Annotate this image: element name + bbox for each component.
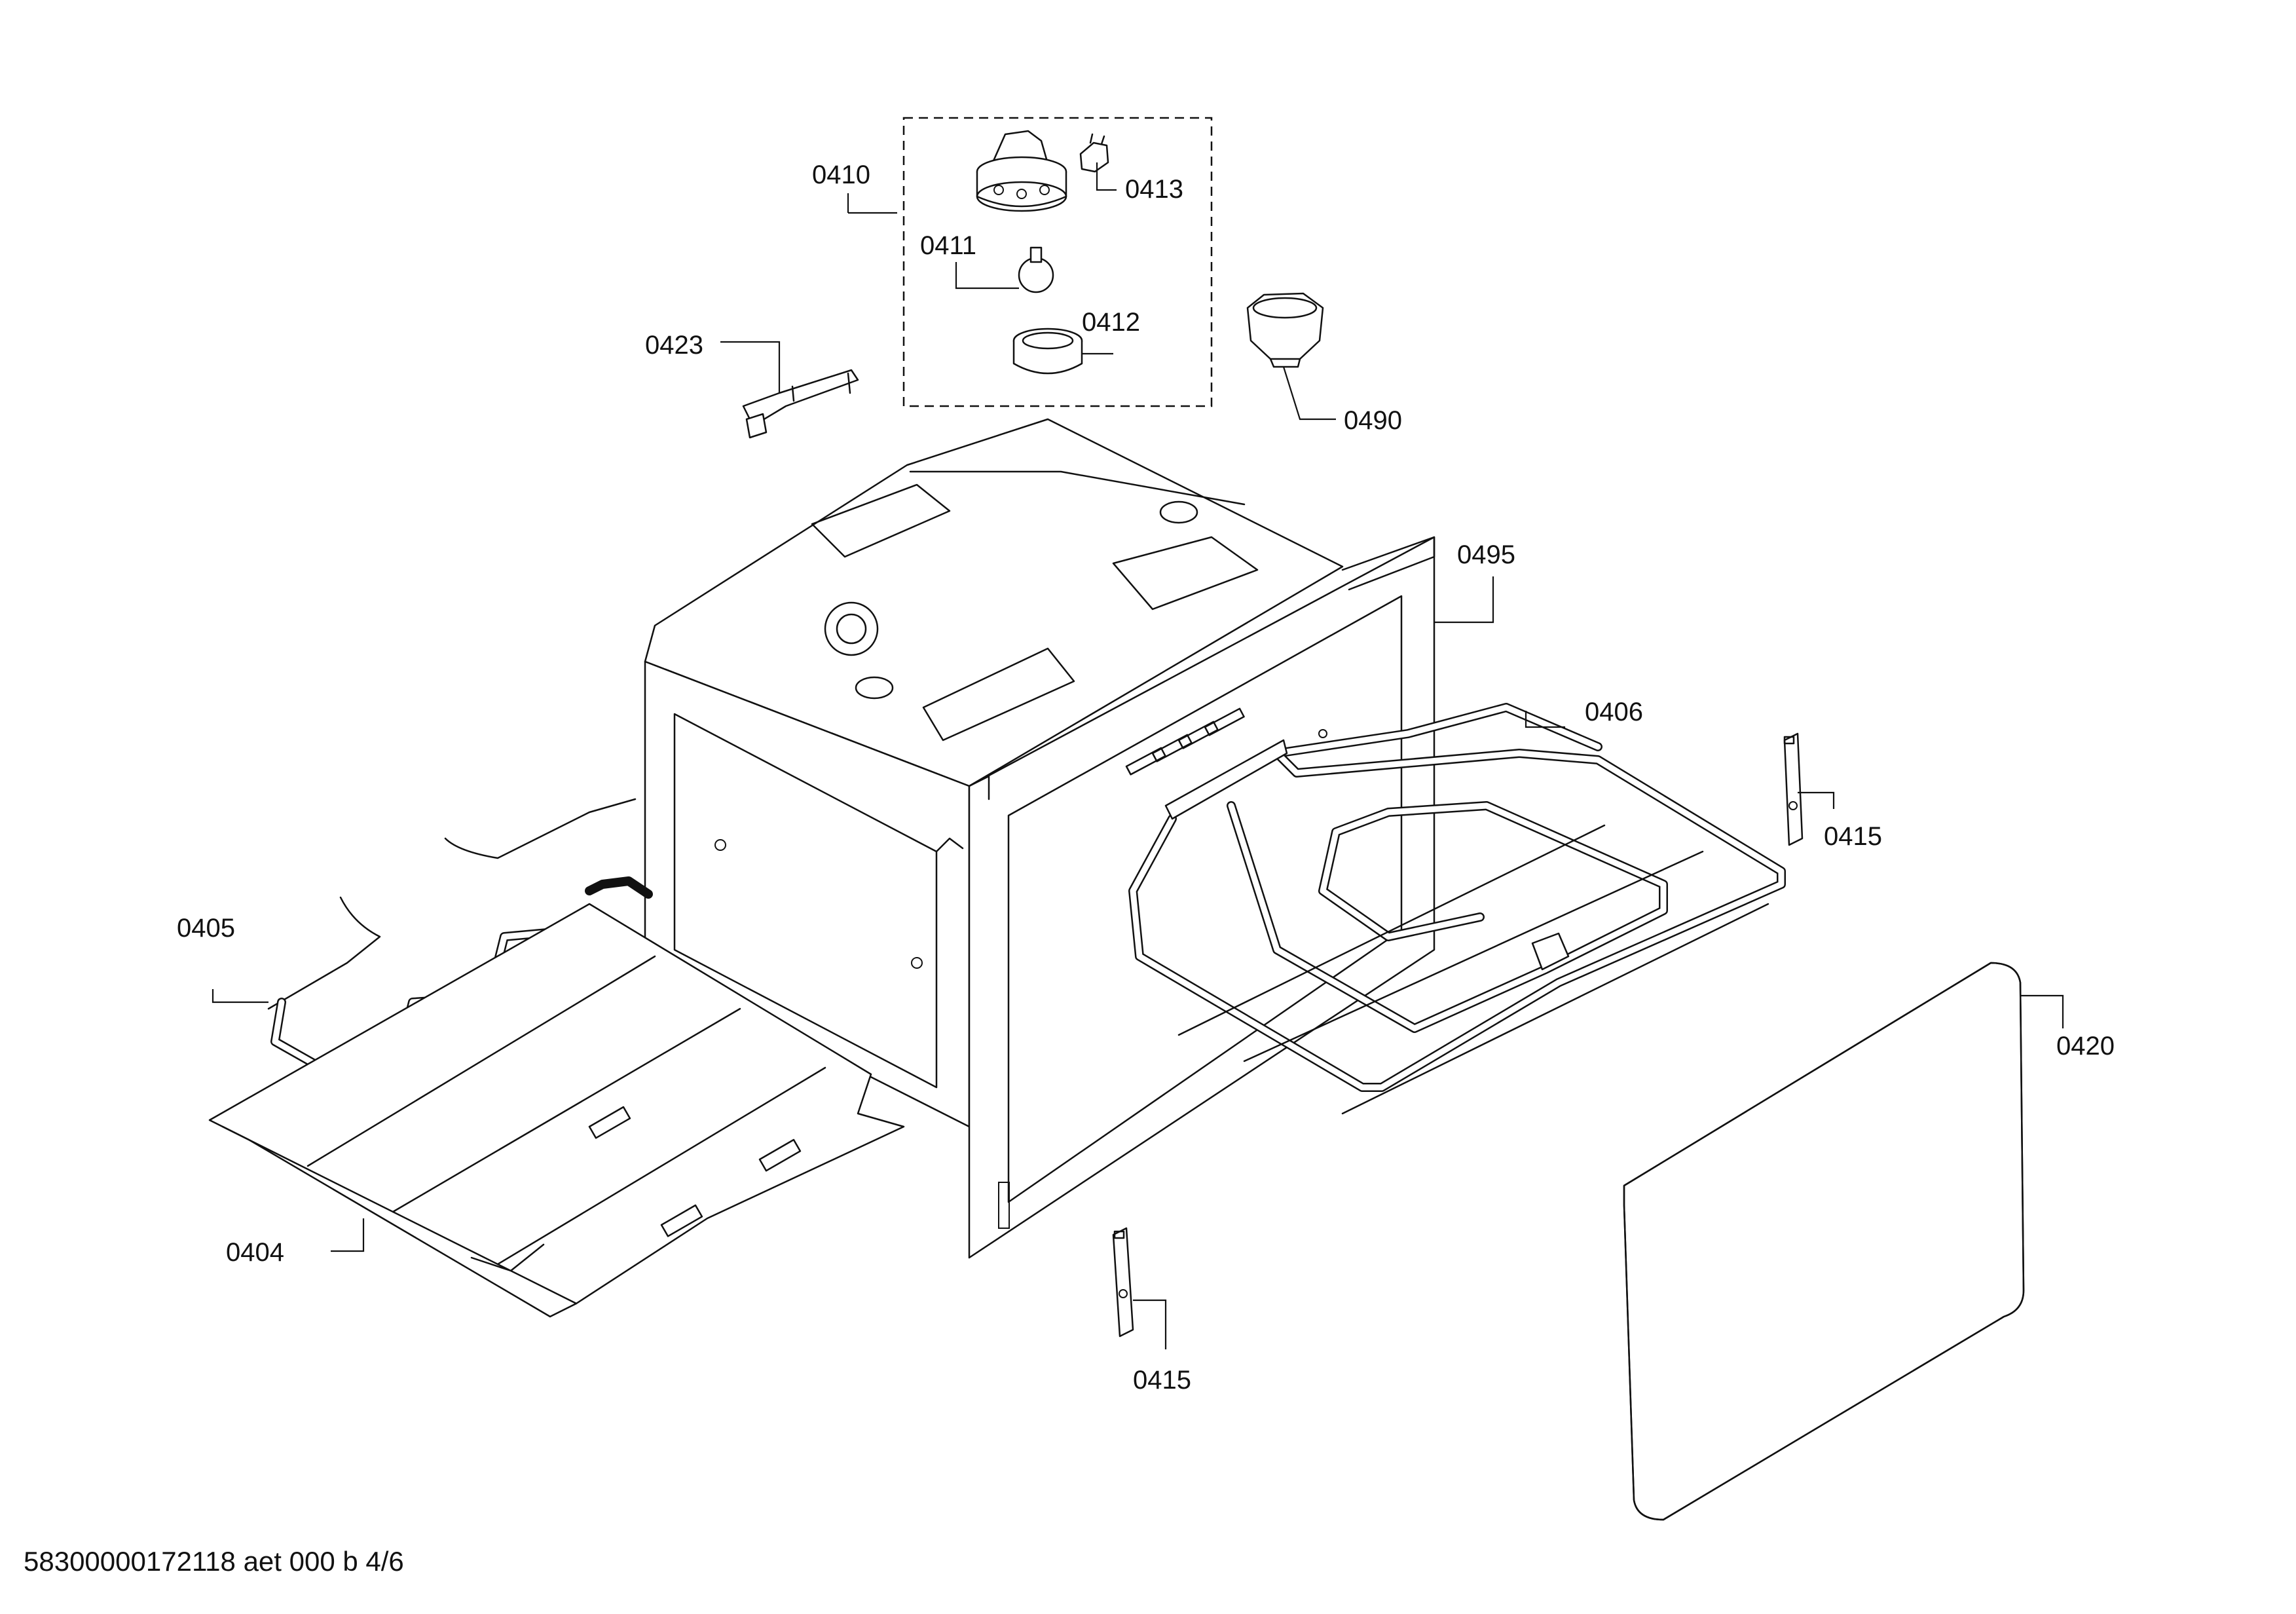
- oven-cavity-part-0495[interactable]: [644, 418, 1435, 1259]
- label-0420: 0420: [2056, 1032, 2115, 1060]
- hinge-bracket-part-0415-right[interactable]: [1783, 732, 1804, 846]
- label-0415-right: 0415: [1824, 822, 1882, 851]
- label-0411: 0411: [920, 231, 976, 260]
- label-0413: 0413: [1125, 175, 1183, 204]
- hinge-bracket-part-0415-bottom[interactable]: [1112, 1227, 1134, 1338]
- door-gasket-part-0420[interactable]: [1623, 962, 2025, 1521]
- lamp-group-dashed-box: [902, 117, 1213, 407]
- lamp-socket-part[interactable]: [976, 130, 1067, 212]
- label-0490: 0490: [1344, 406, 1402, 435]
- part-labels: 0410 0413 0411 0412 0423 0490 0495 0406 …: [177, 160, 2115, 1395]
- label-0423: 0423: [645, 331, 703, 360]
- bottom-cover-part-0404[interactable]: [208, 903, 905, 1318]
- label-0406: 0406: [1585, 698, 1643, 726]
- fan-cover-part-0490[interactable]: [1246, 292, 1324, 368]
- lamp-bulb-part[interactable]: [1018, 246, 1054, 293]
- lamp-assembly-group: [902, 117, 1213, 407]
- label-0404: 0404: [226, 1238, 284, 1267]
- lamp-clip-part[interactable]: [1079, 133, 1109, 173]
- lamp-cover-ring-part[interactable]: [1012, 328, 1083, 375]
- label-0410: 0410: [812, 160, 870, 189]
- grill-element-part-0406[interactable]: [1125, 703, 1786, 1115]
- leader-lines: [212, 162, 2064, 1349]
- label-0415-bottom: 0415: [1133, 1366, 1191, 1395]
- label-0405: 0405: [177, 914, 235, 943]
- label-0495: 0495: [1457, 540, 1515, 569]
- bracket-part-0423[interactable]: [742, 369, 859, 439]
- drawing-code: 58300000172118 aet 000 b 4/6: [24, 1546, 404, 1577]
- label-0412: 0412: [1082, 308, 1140, 337]
- terminal-pins: [1125, 707, 1245, 776]
